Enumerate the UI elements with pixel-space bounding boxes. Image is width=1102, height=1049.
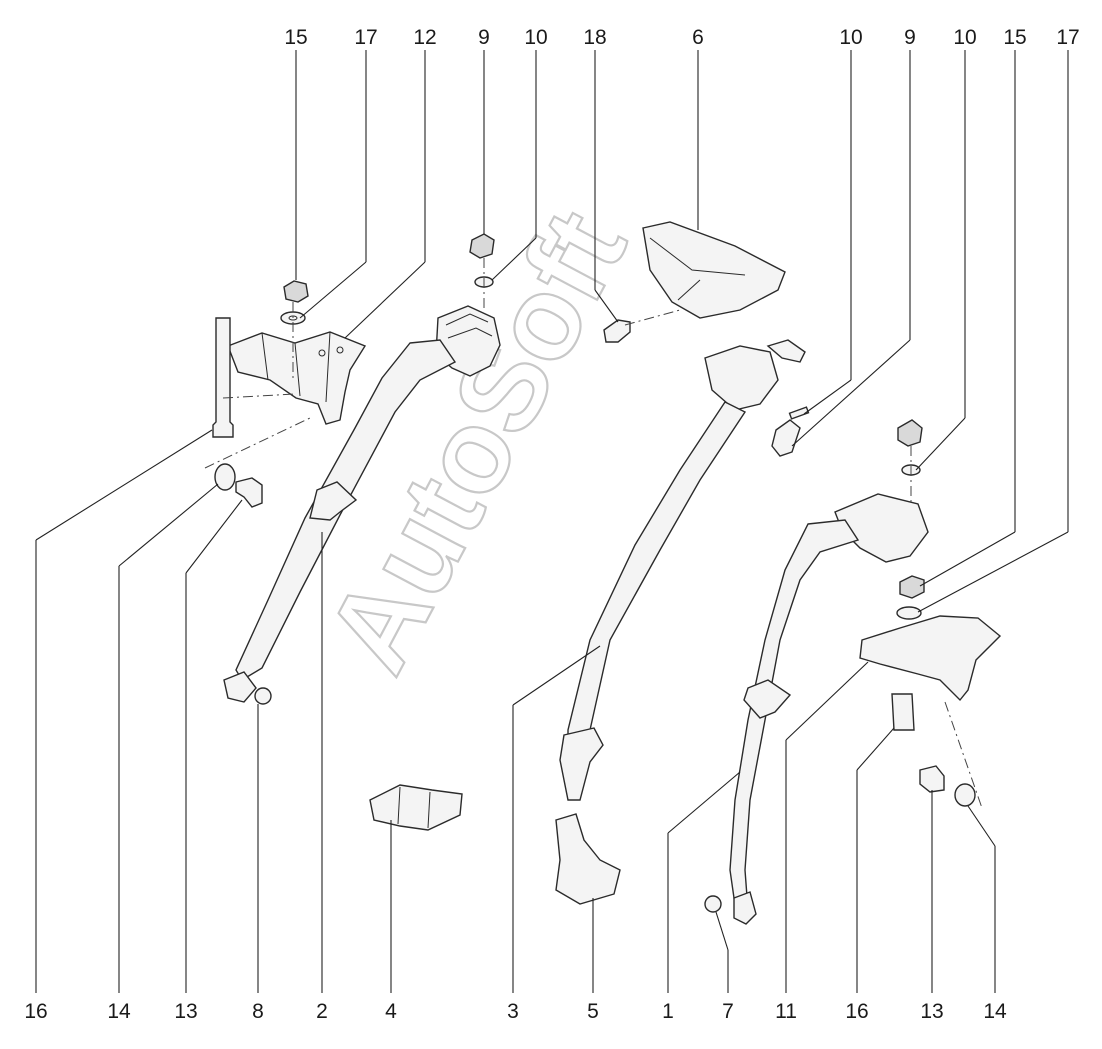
shoulder-bolt-right <box>919 765 945 793</box>
bracket-center <box>766 339 806 363</box>
callouts-bottom: 16 14 13 8 2 4 3 5 1 7 11 16 13 14 <box>24 1000 1007 1023</box>
callout-label: 11 <box>775 1000 797 1023</box>
callout-label: 10 <box>839 26 862 49</box>
tongue-center <box>559 727 604 801</box>
shoulder-bolt-left <box>235 477 263 508</box>
callout-label: 1 <box>662 1000 674 1023</box>
callout-label: 5 <box>587 1000 599 1023</box>
bolt-left <box>212 317 234 438</box>
anchor-bracket-right <box>859 615 1002 702</box>
buckle-4 <box>369 784 463 831</box>
washer-right <box>896 606 922 620</box>
washer-left-lower <box>214 463 236 491</box>
callout-label: 16 <box>845 1000 868 1023</box>
washer-center <box>788 406 810 420</box>
cover-6 <box>642 221 786 319</box>
callout-label: 14 <box>983 1000 1007 1023</box>
cap-8 <box>254 687 272 705</box>
guide-clip-right <box>743 679 792 719</box>
anchor-bracket-left <box>227 331 367 425</box>
screw-18 <box>603 319 631 343</box>
cap-7 <box>704 895 722 913</box>
bolt-right <box>891 693 915 731</box>
nut-left <box>283 280 309 303</box>
callout-label: 7 <box>722 1000 734 1023</box>
callout-label: 8 <box>252 1000 264 1023</box>
bolt-retractor-right <box>897 419 923 447</box>
bolt-retractor-left <box>469 233 495 259</box>
anchor-plate-right <box>733 891 757 925</box>
callout-label: 9 <box>904 26 916 49</box>
retractor-center <box>704 345 779 411</box>
guide-clip-left <box>309 481 358 521</box>
callout-label: 18 <box>583 26 606 49</box>
belt-strap-center <box>567 401 747 783</box>
callout-label: 10 <box>524 26 547 49</box>
left-belt-assembly <box>204 233 501 705</box>
anchor-plate-left <box>223 671 257 703</box>
bolt-center <box>771 419 801 457</box>
belt-strap-left <box>235 339 457 681</box>
washer-right-lower <box>954 783 976 807</box>
callout-label: 13 <box>920 1000 943 1023</box>
callout-label: 10 <box>953 26 976 49</box>
right-belt-assembly <box>704 419 1002 925</box>
callout-label: 4 <box>385 1000 397 1023</box>
callout-label: 13 <box>174 1000 197 1023</box>
callout-label: 2 <box>316 1000 328 1023</box>
belt-strap-right <box>729 519 860 913</box>
callout-label: 6 <box>692 26 704 49</box>
callout-label: 3 <box>507 1000 519 1023</box>
nut-right <box>899 575 925 599</box>
callout-label: 15 <box>1003 26 1026 49</box>
callout-label: 17 <box>354 26 377 49</box>
callout-label: 16 <box>24 1000 47 1023</box>
callout-label: 12 <box>413 26 436 49</box>
buckle-5 <box>555 813 621 905</box>
center-belt-assembly <box>555 221 810 905</box>
callout-label: 15 <box>284 26 307 49</box>
callouts-top: 15 17 12 9 10 18 6 10 9 10 15 17 <box>284 26 1079 49</box>
leader-lines <box>35 50 1069 993</box>
callout-label: 9 <box>478 26 490 49</box>
callout-label: 17 <box>1056 26 1079 49</box>
callout-label: 14 <box>107 1000 131 1023</box>
